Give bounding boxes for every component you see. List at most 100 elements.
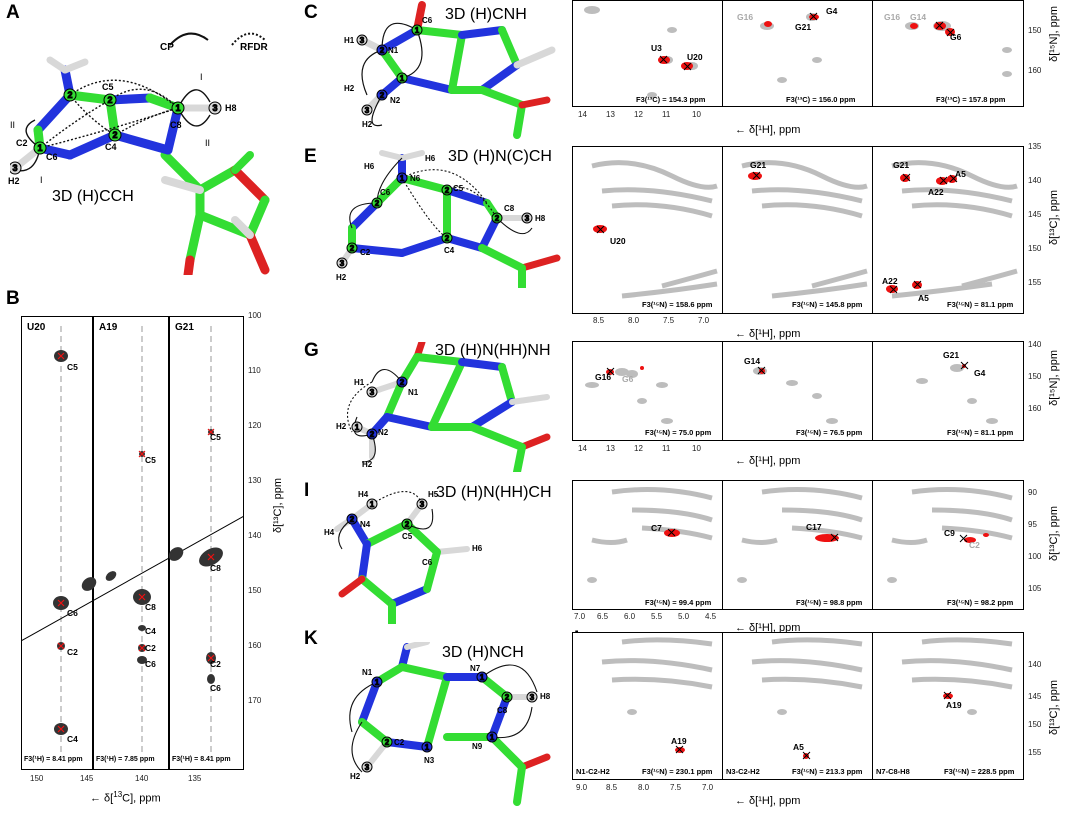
panel-e-molecule: 1 2 2 2 2 2 3 3 H6 N6 H6 C6 C5 C8 H8 C4 …	[322, 148, 562, 292]
atom-label: C4	[444, 246, 455, 255]
x-tick-label: 8.5	[593, 316, 605, 325]
y-tick-label: 140	[1028, 340, 1042, 349]
peak-label: G21	[893, 160, 910, 170]
spectrum-f3-note: F3(¹⁵N) = 75.0 ppm	[645, 428, 712, 437]
svg-text:1: 1	[370, 500, 375, 509]
spectrum-subpanel	[872, 146, 1024, 314]
x-tick-label: 12	[634, 444, 643, 453]
spectrum-subpanel	[722, 480, 873, 610]
x-tick-label: 10	[692, 110, 701, 119]
spectrum-f3-note: F3(¹⁵N) = 213.3 ppm	[792, 767, 863, 776]
peak-label: G14	[744, 356, 761, 366]
y-tick-label: 110	[248, 366, 261, 375]
atom-label: C4	[105, 142, 117, 152]
peak-label: C4	[145, 626, 156, 636]
peak-label: C5	[67, 362, 78, 372]
peak-label: A22	[882, 276, 898, 286]
rfdr-legend-label: RFDR	[240, 42, 268, 53]
x-tick-label: 14	[578, 110, 587, 119]
atom-label: C5	[453, 184, 464, 193]
peak-label: C2	[145, 643, 156, 653]
panel-k-molecule: 1 2 3 1 1 2 3 1 N1 C2 H2 N3 N7 C8 H8 N9	[322, 639, 562, 812]
y-tick-label: 150	[248, 586, 262, 595]
adenine-structure-diagram: 2 2 2 1 1 3 3	[8, 32, 270, 280]
panel-b-x-axis-title: ← δ[13C], ppm	[90, 790, 161, 805]
strip-title: G21	[175, 322, 194, 333]
spectrum-subpanel	[872, 480, 1024, 610]
svg-text:1: 1	[490, 733, 495, 742]
peak-label: G6	[950, 32, 962, 42]
spectrum-subpanel	[722, 0, 873, 107]
x-axis-title: ← δ[¹H], ppm	[735, 455, 801, 467]
atom-label: N1	[388, 46, 399, 55]
spectrum-f3-note: F3(¹⁵N) = 98.8 ppm	[796, 598, 863, 607]
peak-label: U3	[651, 43, 662, 53]
y-tick-label: 140	[1028, 176, 1042, 185]
y-axis-title: δ[¹⁵N], ppm	[1048, 6, 1060, 62]
peak-label: C17	[806, 522, 822, 532]
peak-label: G4	[826, 6, 838, 16]
atom-label: N7	[470, 664, 481, 673]
y-tick-label: 100	[1028, 552, 1042, 561]
y-tick-label: 155	[1028, 748, 1042, 757]
svg-text:3: 3	[365, 763, 370, 772]
svg-text:3: 3	[370, 388, 375, 397]
atom-label: H5	[428, 490, 439, 499]
rfdr-legend-arrow-icon	[231, 32, 266, 46]
x-axis-title: ← δ[¹H], ppm	[735, 124, 801, 136]
strip-title: A19	[99, 322, 118, 333]
y-tick-label: 140	[248, 531, 262, 540]
atom-label: H2	[362, 120, 373, 129]
x-tick-label: 14	[578, 444, 587, 453]
atom-label: C2	[360, 248, 371, 257]
panel-j-peaks-layer	[587, 487, 1013, 583]
svg-text:1: 1	[425, 743, 430, 752]
spectrum-f3-note: F3(¹³C) = 157.8 ppm	[936, 95, 1006, 104]
svg-text:2: 2	[405, 520, 410, 529]
peak-label: A22	[928, 187, 944, 197]
cytosine-structure-diagram: 1 2 2 3	[334, 491, 470, 628]
atom-label: H6	[425, 154, 436, 163]
strip-u20	[21, 316, 93, 770]
cp-legend-label: CP	[160, 42, 174, 53]
peak-label: G21	[943, 350, 960, 360]
peak-label: C4	[67, 734, 78, 744]
x-tick-label: 11	[662, 444, 671, 453]
panel-i-molecule: 1 2 2 3 H4 N4 H4 H5 C5 C6 H6	[322, 484, 562, 628]
y-tick-label: 150	[1028, 244, 1042, 253]
adenine-structure-diagram: 1 2 3 1 1 2 3 1	[349, 639, 551, 806]
panel-g-molecule: 2 3 2 1 H1 N1 H2 N2 H2	[322, 338, 562, 476]
panel-h-peaks-layer	[585, 361, 998, 424]
peak-label: G6	[622, 374, 634, 384]
adenine-structure-diagram: 1 2 2 2 2 2 3 3	[336, 150, 561, 292]
x-tick-label: 9.0	[576, 783, 588, 792]
svg-text:2: 2	[505, 693, 510, 702]
spectrum-f3-note: F3(¹⁵N) = 145.8 ppm	[792, 300, 863, 309]
atom-label: N1	[408, 388, 419, 397]
x-tick-label: 7.0	[702, 783, 714, 792]
panel-i-title: 3D (H)N(HH)CH	[436, 484, 552, 501]
spectrum-f3-note: F3(¹⁵N) = 99.4 ppm	[645, 598, 712, 607]
atom-label: C8	[497, 706, 508, 715]
x-tick-label: 7.5	[670, 783, 682, 792]
x-tick-label: 8.0	[628, 316, 640, 325]
svg-text:3: 3	[530, 693, 535, 702]
atom-label: H8	[535, 214, 546, 223]
peak-label: G16	[884, 12, 901, 22]
svg-text:1: 1	[400, 174, 405, 183]
peak-label: G14	[910, 12, 927, 22]
arrow-label: I	[40, 175, 43, 185]
atom-label: C8	[170, 120, 182, 130]
panel-label-e: E	[304, 146, 317, 167]
y-tick-label: 100	[248, 311, 262, 320]
peak-label: G16	[595, 372, 612, 382]
panel-f-peaks-layer	[591, 160, 1018, 299]
peak-label: G21	[750, 160, 767, 170]
svg-text:2: 2	[67, 90, 72, 100]
atom-label: H2	[344, 84, 355, 93]
atom-label: H2	[362, 460, 373, 469]
y-tick-label: 95	[1028, 520, 1037, 529]
peak-label: G16	[737, 12, 754, 22]
peak-label: A5	[918, 293, 929, 303]
atom-label: H4	[324, 528, 335, 537]
